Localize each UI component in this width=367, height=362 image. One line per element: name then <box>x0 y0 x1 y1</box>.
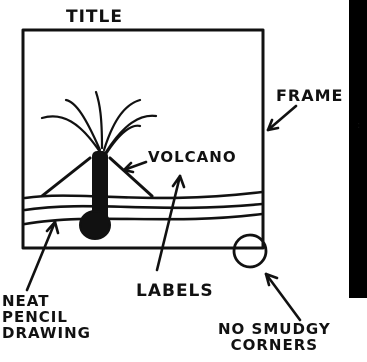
volcano-label: VOLCANO <box>148 150 237 166</box>
neat-pencil-drawing-label: NEAT PENCIL DRAWING <box>2 294 91 341</box>
panel-mark: : <box>357 120 360 131</box>
labels-label: LABELS <box>136 283 214 301</box>
drawing-frame <box>23 30 263 248</box>
no-smudgy-corners-label: NO SMUDGY CORNERS <box>218 322 331 354</box>
frame-label: FRAME <box>276 88 343 105</box>
eruption-spray <box>42 92 156 154</box>
second-panel-shade <box>349 0 367 298</box>
corner-circle <box>234 235 266 267</box>
ground-layers <box>25 192 262 224</box>
title-label: TITLE <box>66 9 123 27</box>
